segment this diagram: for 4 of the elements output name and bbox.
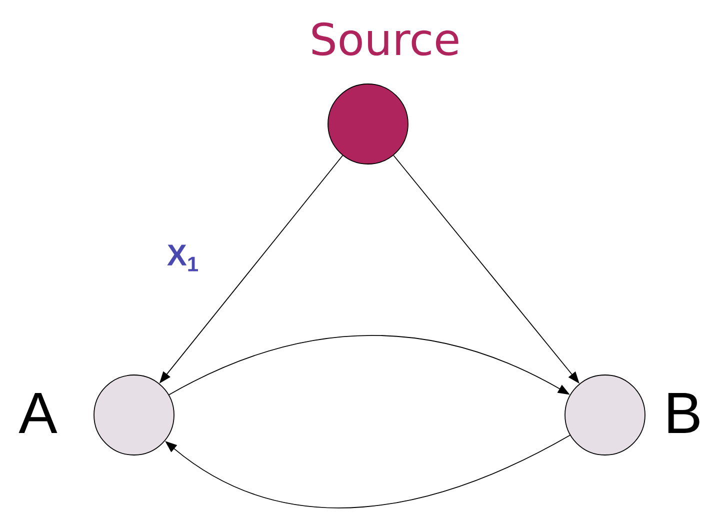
edge-label: X$_{1}$ xyxy=(166,244,200,272)
node-label: Source xyxy=(312,22,458,56)
node-label: B xyxy=(668,393,700,433)
node-label: A xyxy=(18,393,58,433)
